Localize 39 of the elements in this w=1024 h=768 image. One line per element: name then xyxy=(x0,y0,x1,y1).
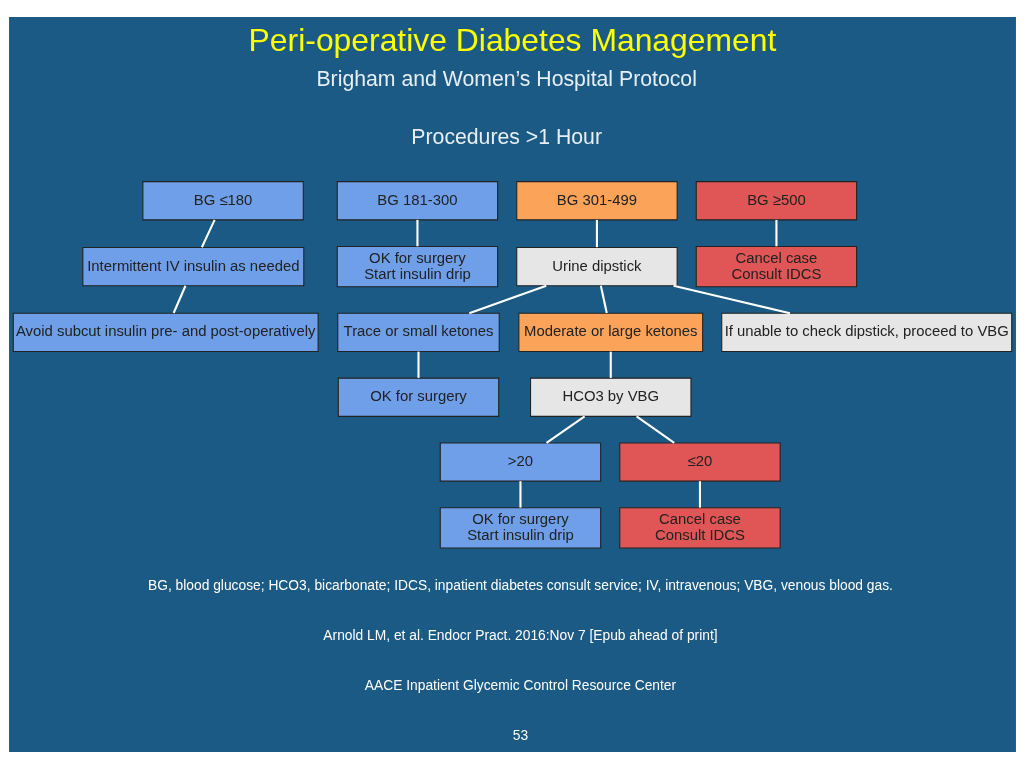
label: Procedures >1 Hour xyxy=(410,124,602,149)
node-box: Intermittent IV insulin as needed xyxy=(81,246,304,286)
label: BG, blood glucose; HCO3, bicarbonate; IDCS, inpatient diabetes consult service; IV, intravenous; VBG, venous blood gas. xyxy=(147,577,893,593)
node-box: ≤20 xyxy=(618,441,781,482)
node-box: If unable to check dipstick, proceed to VBG xyxy=(720,312,1012,352)
connector xyxy=(200,218,216,248)
diagram-title: Peri-operative Diabetes Management xyxy=(248,21,776,58)
connector xyxy=(774,219,777,246)
connector xyxy=(595,219,598,247)
node-box: OK for surgery Start insulin drip xyxy=(336,245,498,287)
label: 53 xyxy=(512,727,528,743)
node-box: OK for surgery Start insulin drip xyxy=(439,506,601,549)
connector xyxy=(599,285,608,313)
label: AACE Inpatient Glycemic Control Resource Center xyxy=(364,677,676,693)
node-box: BG ≤180 xyxy=(141,180,304,220)
connector xyxy=(698,480,701,508)
node-box: Moderate or large ketones xyxy=(517,312,703,352)
connector xyxy=(672,284,790,314)
node-box: Cancel case Consult IDCS xyxy=(618,506,781,549)
label: Arnold LM, et al. Endocr Pract. 2016:Nov 7 [Epub ahead of print] xyxy=(322,627,718,643)
node-box: OK for surgery xyxy=(337,377,499,417)
node-box: Cancel case Consult IDCS xyxy=(695,245,857,287)
connector xyxy=(635,415,675,444)
node-box: Trace or small ketones xyxy=(336,312,500,352)
connector xyxy=(518,480,522,508)
node-box: Avoid subcut insulin pre- and post-operatively xyxy=(12,312,319,352)
connector xyxy=(415,219,418,246)
node-box: HCO3 by VBG xyxy=(529,377,691,417)
connector xyxy=(609,351,612,378)
node-box: Urine dipstick xyxy=(515,246,678,286)
connector xyxy=(172,284,186,313)
node-box: BG ≥500 xyxy=(695,180,857,220)
connector xyxy=(468,284,547,314)
label: Brigham and Women’s Hospital Protocol xyxy=(315,66,697,91)
node-box: BG 181-300 xyxy=(336,180,498,220)
node-box: >20 xyxy=(439,441,601,482)
connector xyxy=(416,351,420,378)
node-box: BG 301-499 xyxy=(515,180,678,220)
connector xyxy=(545,415,585,444)
